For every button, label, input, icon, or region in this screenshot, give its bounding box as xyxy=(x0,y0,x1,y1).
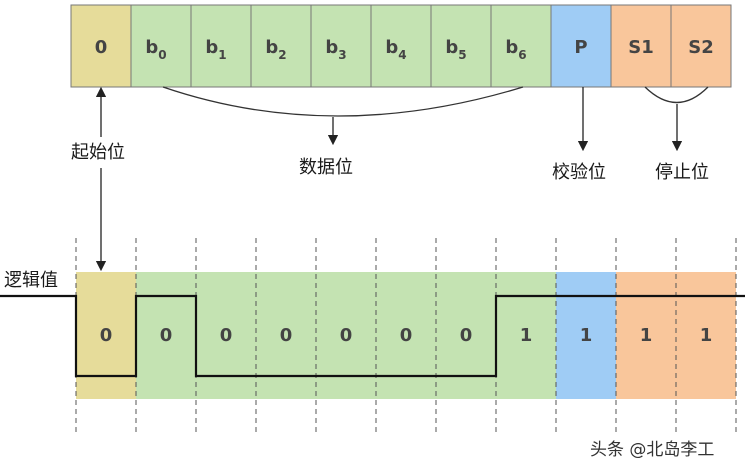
logic-band xyxy=(376,272,436,399)
logic-bands xyxy=(76,272,736,399)
logic-value: 0 xyxy=(400,325,413,346)
watermark: 头条 @北岛李工 xyxy=(590,440,714,460)
parity-bit-label: 校验位 xyxy=(552,162,606,183)
logic-value: 0 xyxy=(460,325,473,346)
logic-band xyxy=(76,272,136,399)
logic-band xyxy=(436,272,496,399)
logic-value-label: 逻辑值 xyxy=(4,270,58,291)
stop-bits-brace xyxy=(644,86,709,103)
logic-band xyxy=(496,272,556,399)
frame-cell xyxy=(670,4,732,88)
logic-band xyxy=(316,272,376,399)
frame-cell-label: 0 xyxy=(95,37,108,58)
logic-value: 1 xyxy=(640,325,653,346)
logic-band xyxy=(556,272,616,399)
frame-cell-label: S1 xyxy=(628,37,654,58)
logic-value: 1 xyxy=(520,325,533,346)
logic-waveform xyxy=(0,294,745,378)
logic-value: 1 xyxy=(580,325,593,346)
data-bits-label: 数据位 xyxy=(299,157,353,178)
frame-cell xyxy=(70,4,132,88)
frame-cell xyxy=(130,4,192,88)
logic-band xyxy=(676,272,736,399)
frame-cell xyxy=(370,4,432,88)
logic-value: 1 xyxy=(700,325,713,346)
frame-cell xyxy=(190,4,252,88)
frame-cell-label: S2 xyxy=(688,37,714,58)
logic-value: 0 xyxy=(160,325,173,346)
frame-cell xyxy=(610,4,672,88)
frame-cell xyxy=(490,4,552,88)
logic-value: 0 xyxy=(340,325,353,346)
frame-cell xyxy=(430,4,492,88)
frame-cell-label: P xyxy=(574,37,587,58)
frame-cell xyxy=(250,4,312,88)
logic-values: 0 0 0 0 0 0 0 1 1 1 1 xyxy=(100,325,713,346)
logic-value: 0 xyxy=(100,325,113,346)
logic-band xyxy=(196,272,256,399)
stop-bits-label: 停止位 xyxy=(655,162,709,183)
frame-cell xyxy=(310,4,372,88)
logic-band xyxy=(616,272,676,399)
logic-band xyxy=(256,272,316,399)
logic-value: 0 xyxy=(220,325,233,346)
data-bits-brace xyxy=(162,86,524,117)
logic-band xyxy=(136,272,196,399)
logic-value: 0 xyxy=(280,325,293,346)
start-bit-label: 起始位 xyxy=(71,142,125,163)
